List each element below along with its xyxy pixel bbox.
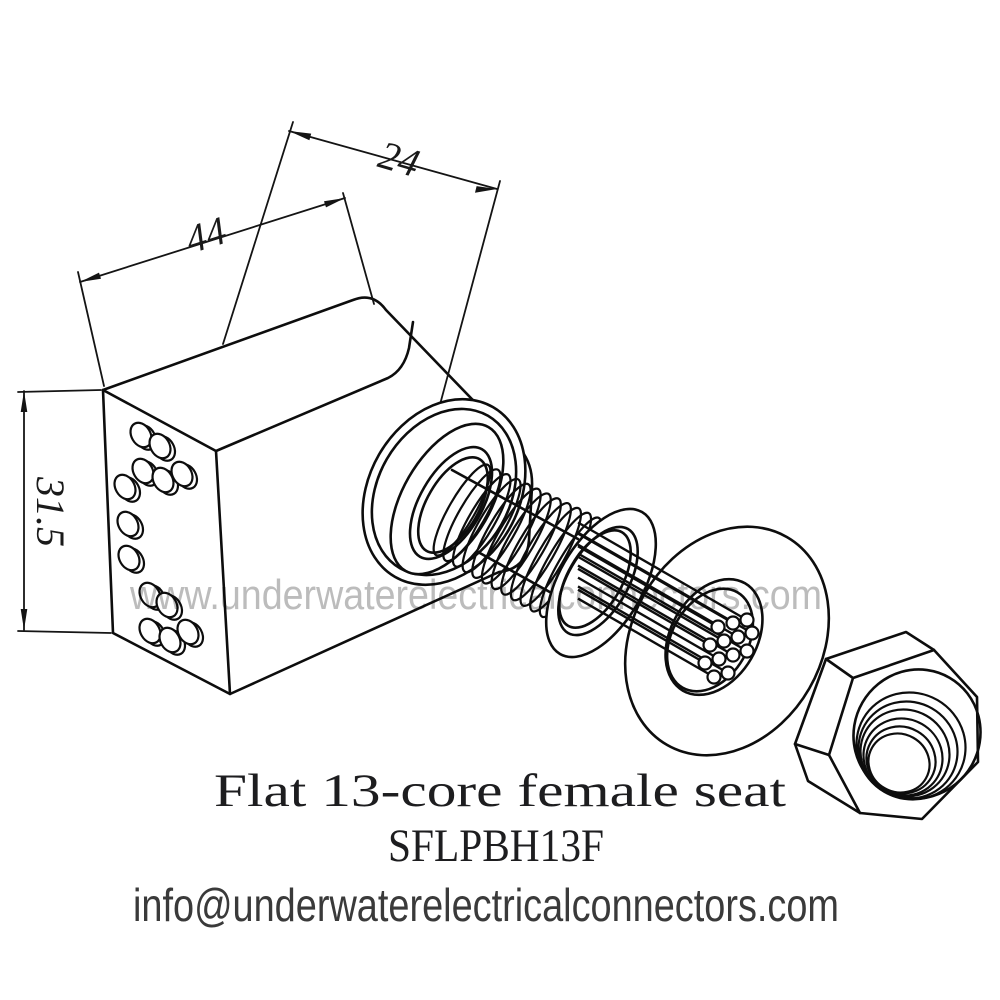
body-edge-top-left xyxy=(101,388,218,453)
core-wire xyxy=(577,597,715,679)
mounting-hole xyxy=(170,460,199,490)
dim315-arrow-top xyxy=(20,391,28,412)
dim315-extension-bottom xyxy=(17,630,112,634)
core-wire xyxy=(577,567,711,647)
core-wire xyxy=(577,545,719,629)
thread-crest xyxy=(461,477,522,574)
nut-internal-threads xyxy=(855,691,967,801)
hex-nut xyxy=(793,630,982,821)
thread-crest xyxy=(442,468,502,563)
dim44-value: 44 xyxy=(180,207,232,262)
mounting-hole xyxy=(148,432,177,462)
dim24-extension-right xyxy=(437,180,501,413)
dim24-line xyxy=(288,130,498,190)
body-silhouette xyxy=(101,296,534,696)
thread-crest xyxy=(519,506,583,607)
caption-block: Flat 13-core female seat SFLPBH13F info@… xyxy=(133,765,839,931)
dim315-value: 31.5 xyxy=(28,476,73,547)
dimension-height: 31.5 xyxy=(17,389,112,634)
dim315-extension-top xyxy=(17,389,102,393)
wire-tip xyxy=(725,615,741,631)
body-edge-top-front xyxy=(214,320,415,453)
mounting-hole xyxy=(117,544,146,574)
wire-tip xyxy=(711,651,727,667)
thread-crest xyxy=(451,473,512,568)
dim24-arrow-left xyxy=(289,131,312,141)
dim24-value: 24 xyxy=(374,132,425,186)
core-wire xyxy=(577,521,748,622)
wire-bundle xyxy=(577,521,760,685)
mounting-hole xyxy=(116,510,145,540)
dim44-arrow-right xyxy=(324,198,345,208)
body-edge-front-vertical xyxy=(214,449,232,696)
product-title: Flat 13-core female seat xyxy=(214,765,786,817)
mounting-hole xyxy=(176,618,205,648)
wire-tip xyxy=(739,612,755,628)
dim44-arrow-left xyxy=(80,272,101,282)
mounting-holes xyxy=(113,421,205,656)
nut-prism-edges xyxy=(793,657,855,757)
nut-thread-ring xyxy=(867,732,931,794)
dim44-extension-left xyxy=(77,271,105,387)
core-wire xyxy=(577,576,720,661)
wire-tip xyxy=(702,637,718,653)
dim44-extension-right xyxy=(342,192,375,305)
thread-crest xyxy=(490,492,552,591)
mounting-hole xyxy=(131,457,160,487)
wire-tip xyxy=(697,655,713,671)
nut-thread-ring xyxy=(862,717,944,797)
core-wire xyxy=(577,588,706,665)
dim24-extension-left xyxy=(222,121,294,345)
nut-front-face-edges xyxy=(827,648,936,815)
nut-silhouette xyxy=(793,630,980,821)
mounting-hole xyxy=(113,473,142,503)
dim44-line xyxy=(79,197,346,283)
thread-crest xyxy=(480,487,542,585)
contact-email: info@underwaterelectricalconnectors.com xyxy=(133,879,839,931)
core-wire xyxy=(577,531,753,635)
mounting-hole xyxy=(155,591,184,621)
wire-tip xyxy=(744,625,760,641)
core-wire xyxy=(577,543,739,639)
mounting-hole xyxy=(138,617,167,647)
connector-body xyxy=(101,296,534,696)
wire-tip xyxy=(730,629,746,645)
dim24-arrow-right xyxy=(475,186,497,193)
thread-crest xyxy=(432,463,492,557)
wire-tip xyxy=(706,669,722,685)
mounting-hole xyxy=(138,581,167,611)
disc-hole-bore xyxy=(665,587,755,693)
wire-tip xyxy=(739,643,755,659)
wire-tip xyxy=(720,665,736,681)
thread-crest xyxy=(500,497,562,596)
wire-tip xyxy=(725,647,741,663)
product-model: SFLPBH13F xyxy=(388,820,604,872)
dim315-arrow-bottom xyxy=(20,609,28,630)
thread-crest xyxy=(471,482,532,579)
wire-tip xyxy=(710,619,726,635)
core-wire xyxy=(577,552,748,653)
wire-tip xyxy=(716,633,732,649)
core-wire xyxy=(577,555,725,643)
thread-crest xyxy=(509,501,572,602)
watermark-text: www.underwaterelectricalconnectors.com xyxy=(129,571,822,618)
